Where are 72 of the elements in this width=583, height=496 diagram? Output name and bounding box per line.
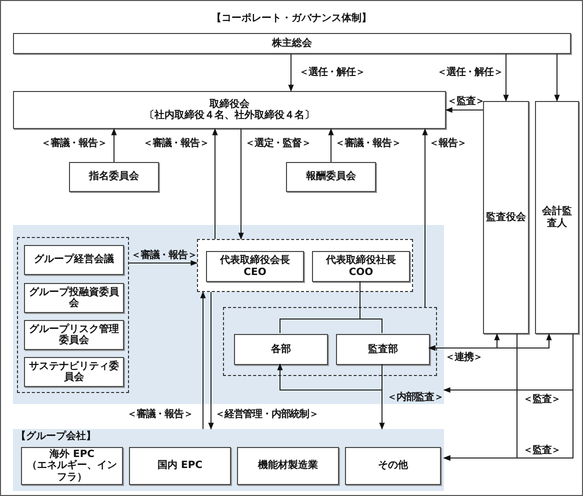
process-box [345, 447, 441, 485]
edge-label: ＜内部監査＞ [387, 392, 444, 404]
node-label: 監査役会 [486, 212, 526, 224]
process-box [234, 334, 328, 365]
node-label: 〔社内取締役４名、社外取締役４名〕 [144, 110, 314, 122]
connector-arrow [445, 107, 484, 113]
node-label: 各部 [271, 344, 291, 356]
diagram-title: 【コーポレート・ガバナンス体制】 [212, 13, 372, 24]
edge-label: ＜監査＞ [523, 394, 561, 406]
edge-label: ＜経営管理・内部統制＞ [215, 409, 318, 421]
dashed-group-box [17, 237, 129, 393]
node-label: 代表取締役社長 COO [324, 255, 397, 278]
process-box [336, 334, 430, 365]
node-label: 国内 EPC [158, 460, 202, 472]
edge-label: ＜審議・報告＞ [131, 250, 197, 262]
node-label: 【グループ会社】 [16, 431, 96, 442]
node-label: グループ経営会議 [34, 254, 114, 266]
process-box [129, 447, 231, 485]
edge-label: ＜監査＞ [523, 445, 561, 457]
process-box [206, 251, 304, 282]
node-label: サステナビリティ委員会 [28, 360, 120, 384]
node-label: 株主総会 [272, 38, 312, 50]
process-box [21, 447, 123, 485]
node-label: 指名委員会 [89, 171, 139, 183]
dashed-group-box [197, 239, 413, 292]
connector-arrow [208, 292, 214, 430]
edge-label: ＜審議・報告＞ [127, 409, 193, 421]
process-box [13, 91, 446, 129]
edge-label: ＜報告＞ [429, 138, 467, 150]
process-box [13, 33, 571, 54]
process-box [237, 447, 339, 485]
process-box [24, 245, 124, 275]
edge-label: ＜審議・報告＞ [41, 138, 107, 150]
region-band [13, 429, 444, 491]
node-label: 報酬委員会 [306, 171, 356, 183]
edge-label: ＜選任・解任＞ [437, 67, 503, 79]
connector-arrow [277, 363, 382, 390]
node-label: （エネルギー、インフラ） [26, 460, 118, 484]
edge-label: ＜審議・報告＞ [335, 138, 401, 150]
node-label: 代表取締役会長 CEO [218, 255, 291, 278]
connector-arrow [111, 128, 117, 162]
connector-arrow [288, 54, 294, 92]
node-label: 取締役会 [210, 98, 250, 110]
connector-arrow [200, 291, 206, 430]
connector-arrow [212, 128, 218, 240]
connector-arrow [503, 54, 509, 102]
edge-label: ＜選任・解任＞ [299, 67, 365, 79]
connector-arrow [428, 333, 552, 351]
node-label: グループ投融資委員会 [28, 286, 120, 310]
process-box [483, 101, 529, 334]
process-box [69, 162, 159, 192]
connector-arrow [554, 54, 560, 102]
process-box [286, 162, 376, 192]
edge-label: ＜審議・報告＞ [143, 138, 209, 150]
connector-arrow [328, 128, 334, 162]
node-label: 機能材製造業 [258, 460, 318, 472]
connector-arrow [422, 128, 428, 308]
connector-arrow [443, 334, 574, 461]
edge-label: ＜連携＞ [445, 352, 483, 364]
node-label: 監査部 [368, 344, 398, 356]
edge-label: ＜選定・監督＞ [245, 138, 311, 150]
dashed-group-box [223, 307, 437, 376]
process-box [535, 101, 579, 334]
node-label: 海外 EPC [50, 448, 94, 460]
node-label: 会計監査人 [542, 206, 572, 229]
node-label: その他 [378, 460, 408, 472]
node-label: グループリスク管理委員会 [28, 324, 120, 346]
region-band [13, 225, 444, 404]
connector-arrow [128, 260, 198, 266]
process-box [312, 251, 410, 282]
edge-label: ＜監査＞ [447, 96, 485, 108]
connector-arrow [238, 128, 244, 240]
